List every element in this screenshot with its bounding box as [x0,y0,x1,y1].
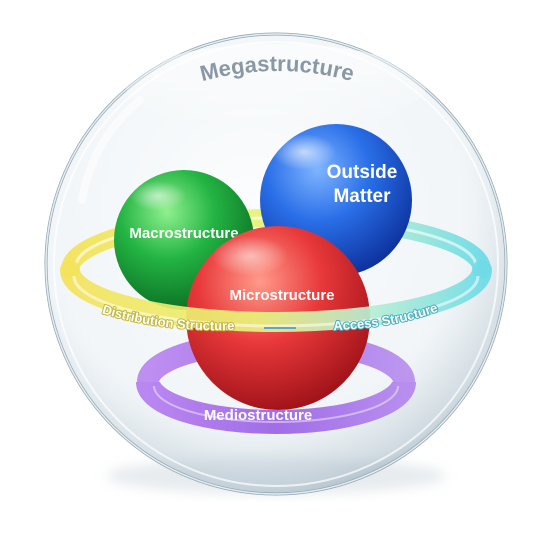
bubble-rim [45,33,507,495]
outer-ring-front [60,260,492,332]
outside-matter-label-line1: Outside [327,162,398,183]
macrostructure-label: Macrostructure [129,225,238,242]
microstructure-label: Microstructure [229,287,334,304]
outside-matter-label-line2: Matter [333,186,391,207]
mediostructure-label: Mediostructure [204,407,312,424]
mediostructure-ring-front: Mediostructure [136,380,416,434]
